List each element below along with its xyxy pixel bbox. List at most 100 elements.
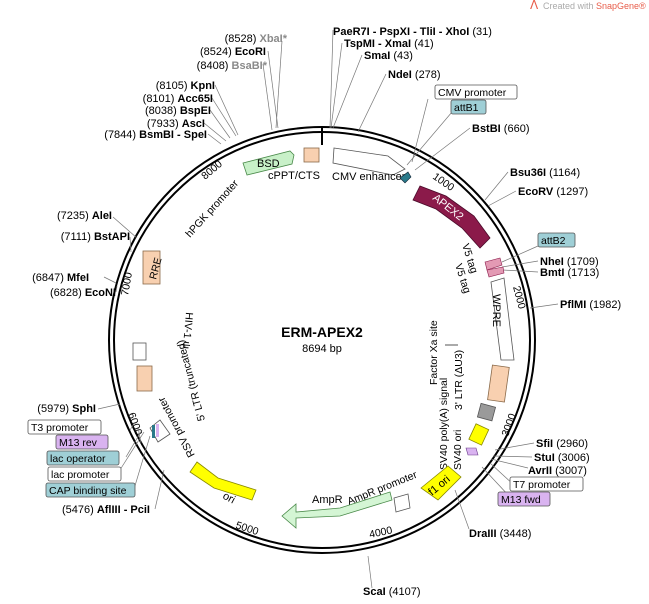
box-cap-binding-site[interactable]: CAP binding site bbox=[45, 482, 136, 498]
feature-cmv-enhancer[interactable]: CMV enhancer bbox=[332, 147, 406, 183]
svg-text:attB2: attB2 bbox=[541, 235, 566, 247]
box-m13-fwd[interactable]: M13 fwd bbox=[497, 491, 551, 507]
plasmid-name: ERM-APEX2 bbox=[281, 324, 363, 340]
site-sphi[interactable]: (5979) SphI bbox=[37, 403, 96, 415]
site-asci[interactable]: (7933) AscI bbox=[147, 118, 205, 130]
svg-text:(8105) KpnI: (8105) KpnI bbox=[156, 80, 215, 92]
m13-rev-marker[interactable] bbox=[156, 424, 159, 437]
tick-8000: 8000 bbox=[199, 158, 225, 182]
svg-text:BSD: BSD bbox=[257, 158, 280, 170]
feature-ampr[interactable]: AmpR bbox=[281, 491, 393, 529]
feature-wpre[interactable]: WPRE bbox=[490, 277, 515, 361]
site-bspei[interactable]: (8038) BspEI bbox=[145, 105, 211, 117]
watermark-prefix: Created with bbox=[543, 1, 596, 11]
svg-text:(8038) BspEI: (8038) BspEI bbox=[145, 105, 211, 117]
factor-xa-label: Factor Xa site bbox=[428, 320, 440, 385]
svg-text:lac promoter: lac promoter bbox=[51, 469, 110, 481]
watermark-brand: SnapGene® bbox=[596, 1, 646, 11]
svg-text:(6828) EcoNI: (6828) EcoNI bbox=[50, 287, 116, 299]
svg-text:(7235) AleI: (7235) AleI bbox=[57, 210, 112, 222]
svg-text:Created with SnapGene®: Created with SnapGene® bbox=[543, 1, 646, 11]
box-attb1[interactable]: attB1 bbox=[450, 99, 487, 115]
feature-5-ltr-block[interactable] bbox=[136, 365, 153, 392]
svg-text:(7933) AscI: (7933) AscI bbox=[147, 118, 205, 130]
svg-text:SfiI (2960): SfiI (2960) bbox=[536, 438, 588, 450]
site-sfii[interactable]: SfiI (2960) bbox=[536, 438, 588, 450]
svg-text:T7 promoter: T7 promoter bbox=[513, 479, 571, 491]
svg-text:CMV promoter: CMV promoter bbox=[438, 87, 507, 99]
lac-operator-marker[interactable] bbox=[152, 425, 155, 438]
site-scai[interactable]: ScaI (4107) bbox=[363, 586, 421, 598]
snapgene-watermark: ᐱ Created with SnapGene® bbox=[530, 0, 646, 12]
svg-text:PflMI (1982): PflMI (1982) bbox=[560, 299, 621, 311]
feature-attb1-marker[interactable] bbox=[399, 171, 412, 184]
feature-bsd[interactable]: BSD bbox=[242, 150, 295, 176]
svg-text:BstBI (660): BstBI (660) bbox=[472, 123, 529, 135]
site-bstbi[interactable]: BstBI (660) bbox=[472, 123, 529, 135]
site-stui[interactable]: StuI (3006) bbox=[534, 452, 590, 464]
tick-6000: 6000 bbox=[125, 411, 144, 437]
svg-text:AmpR: AmpR bbox=[312, 494, 343, 506]
tick-4000: 4000 bbox=[368, 524, 393, 541]
site-econi[interactable]: (6828) EcoNI bbox=[50, 287, 116, 299]
plasmid-size: 8694 bp bbox=[302, 343, 342, 355]
box-attb2[interactable]: attB2 bbox=[537, 232, 576, 248]
svg-text:(8528) XbaI*: (8528) XbaI* bbox=[225, 33, 288, 45]
svg-text:RRE: RRE bbox=[147, 256, 164, 281]
feature-hpgk-label: hPGK promoter bbox=[183, 177, 241, 240]
feature-sv40-polya-block[interactable] bbox=[476, 402, 497, 422]
site-ndei[interactable]: NdeI (278) bbox=[388, 69, 441, 81]
site-alei[interactable]: (7235) AleI bbox=[57, 210, 112, 222]
tick-3000: 3000 bbox=[500, 412, 519, 438]
site-bsu36i[interactable]: Bsu36I (1164) bbox=[510, 167, 580, 179]
feature-3-ltr[interactable]: 3' LTR (ΔU3) bbox=[453, 350, 510, 410]
box-t7-promoter[interactable]: T7 promoter bbox=[509, 476, 584, 492]
svg-text:(8408) BsaBI*: (8408) BsaBI* bbox=[197, 60, 268, 72]
site-ecorv[interactable]: EcoRV (1297) bbox=[518, 186, 588, 198]
feature-f1-ori[interactable]: f1 ori bbox=[420, 465, 462, 501]
box-lac-operator[interactable]: lac operator bbox=[46, 450, 120, 466]
svg-text:(6847) MfeI: (6847) MfeI bbox=[32, 272, 89, 284]
svg-text:DraIII (3448): DraIII (3448) bbox=[469, 528, 531, 540]
svg-text:(5979) SphI: (5979) SphI bbox=[37, 403, 96, 415]
site-bmti[interactable]: BmtI (1713) bbox=[540, 267, 599, 279]
box-cmv-promoter[interactable]: CMV promoter bbox=[434, 84, 518, 100]
svg-text:3' LTR (ΔU3): 3' LTR (ΔU3) bbox=[453, 350, 465, 410]
site-draiii[interactable]: DraIII (3448) bbox=[469, 528, 531, 540]
site-acc65i[interactable]: (8101) Acc65I bbox=[143, 93, 213, 105]
svg-text:NdeI (278): NdeI (278) bbox=[388, 69, 441, 81]
feature-cppt-block[interactable] bbox=[303, 147, 320, 163]
svg-text:SmaI (43): SmaI (43) bbox=[364, 50, 413, 62]
site-avrii[interactable]: AvrII (3007) bbox=[528, 465, 587, 477]
feature-ori[interactable]: ori bbox=[189, 461, 257, 506]
svg-text:lac operator: lac operator bbox=[50, 453, 106, 465]
svg-text:AvrII (3007): AvrII (3007) bbox=[528, 465, 587, 477]
box-m13-rev[interactable]: M13 rev bbox=[55, 434, 109, 450]
feature-m13-fwd-marker[interactable] bbox=[465, 447, 479, 456]
site-afliii-pcii[interactable]: (5476) AflIII - PciI bbox=[62, 504, 150, 516]
box-lac-promoter[interactable]: lac promoter bbox=[47, 466, 122, 482]
site-bsabi[interactable]: (8408) BsaBI* bbox=[197, 60, 268, 72]
site-bstapi[interactable]: (7111) BstAPI bbox=[61, 231, 130, 243]
box-t3-promoter[interactable]: T3 promoter bbox=[27, 419, 102, 435]
site-xbai[interactable]: (8528) XbaI* bbox=[225, 33, 288, 45]
site-pflmi[interactable]: PflMI (1982) bbox=[560, 299, 621, 311]
site-nhei[interactable]: NheI (1709) bbox=[540, 256, 599, 268]
feature-hiv-psi-block[interactable] bbox=[132, 342, 147, 361]
svg-text:(7844) BsmBI - SpeI: (7844) BsmBI - SpeI bbox=[104, 129, 207, 141]
site-ecori[interactable]: (8524) EcoRI bbox=[200, 46, 266, 58]
feature-sv40-ori-block[interactable] bbox=[468, 423, 490, 446]
site-bsmbi-spei[interactable]: (7844) BsmBI - SpeI bbox=[104, 129, 207, 141]
feature-rre[interactable]: RRE bbox=[142, 250, 165, 285]
site-kpni[interactable]: (8105) KpnI bbox=[156, 80, 215, 92]
site-paer7i[interactable]: PaeR7I - PspXI - TliI - XhoI (31) bbox=[333, 26, 492, 38]
site-smai[interactable]: SmaI (43) bbox=[364, 50, 413, 62]
tick-7000: 7000 bbox=[119, 271, 135, 296]
svg-text:M13 fwd: M13 fwd bbox=[501, 494, 541, 506]
feature-hiv-psi-label: HIV-1 ψ bbox=[180, 312, 195, 350]
svg-text:attB1: attB1 bbox=[454, 102, 479, 114]
site-mfei[interactable]: (6847) MfeI bbox=[32, 272, 89, 284]
leader-lines bbox=[97, 29, 559, 589]
site-tspmi-xmai[interactable]: TspMI - XmaI (41) bbox=[344, 38, 434, 50]
svg-text:TspMI - XmaI (41): TspMI - XmaI (41) bbox=[344, 38, 434, 50]
